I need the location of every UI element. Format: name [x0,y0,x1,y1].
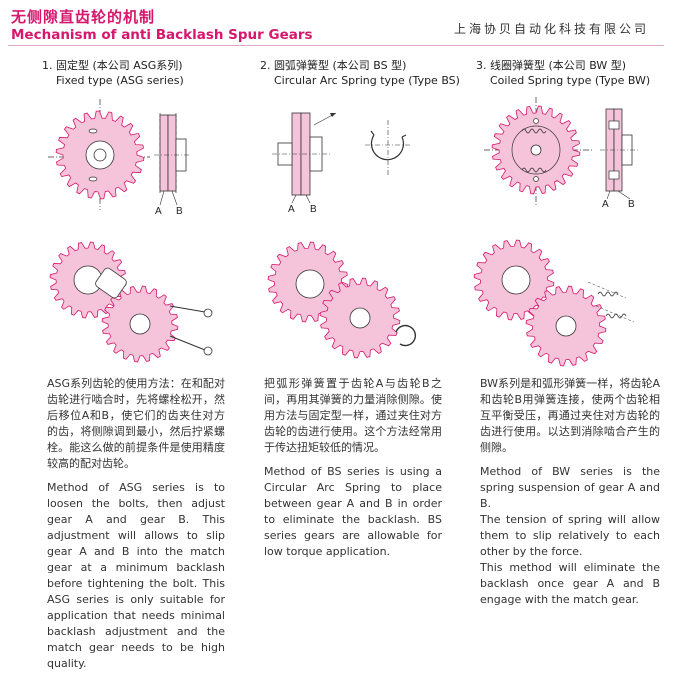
column-3-desc-en-2: The tension of spring will allow them to… [480,513,660,558]
label-gear-b: B [628,199,635,210]
hub [95,267,127,299]
column-3-desc-en-1: Method of BW series is the spring suspen… [480,465,660,510]
bs-cross-section [272,112,337,204]
bore-circle [530,144,542,156]
coil-spring-top [521,128,547,134]
column-3-desc-en-3: This method will eliminate the backlash … [480,561,660,606]
spring-circle [511,125,561,175]
column-3-heading: 3. 线圈弹簧型 (本公司 BW 型) Coiled Spring type (… [476,58,650,88]
label-gear-a: A [288,204,295,215]
coil-spring-icon [605,313,627,319]
coil-spring-icon [597,291,619,297]
label-gear-a: A [602,199,609,210]
title-divider [8,45,664,46]
bw-cross-section [600,108,638,200]
column-2-heading: 2. 圆弧弹簧型 (本公司 BS 型) Circular Arc Spring … [260,58,460,88]
bs-section-figure: A B [272,112,410,215]
column-1-desc-zh: ASG系列齿轮的使用方法：在和配对齿轮进行啮合时，先将螺栓松开，然后移位A和B，… [47,377,225,470]
asg-cross-section [154,113,190,206]
bolt-icon [169,335,213,356]
column-3-description: BW系列是和弧形弹簧一样，将齿轮A和齿轮B用弹簧连接，使两个齿轮相互平衡受压，再… [480,376,660,608]
column-1-description: ASG系列齿轮的使用方法：在和配对齿轮进行啮合时，先将螺栓松开，然后移位A和B，… [47,376,225,680]
bs-exploded-view [267,241,417,359]
bolt-slot-top [88,128,98,134]
bolt-icon [169,305,213,318]
arc-spring-icon [365,120,410,175]
bolt-slot-bottom [88,176,98,182]
column-3-heading-en: Coiled Spring type (Type BW) [490,74,651,87]
arc-spring-icon [395,324,417,347]
label-gear-a: A [155,206,162,215]
column-1-heading: 1. 固定型 (本公司 ASG系列) Fixed type (ASG serie… [42,58,184,88]
column-2-desc-en: Method of BS series is using a Circular … [264,465,442,558]
column-2-heading-zh: 2. 圆弧弹簧型 (本公司 BS 型) [260,59,407,72]
column-2-description: 把弧形弹簧置于齿轮A与齿轮B之间，再用其弹簧的力量消除侧隙。使用方法与固定型一样… [264,376,442,568]
column-2-desc-zh: 把弧形弹簧置于齿轮A与齿轮B之间，再用其弹簧的力量消除侧隙。使用方法与固定型一样… [264,377,442,454]
column-2-heading-en: Circular Arc Spring type (Type BS) [274,74,460,87]
bore-circle [93,148,107,162]
bw-front-view-figure: A B [484,97,638,210]
label-gear-b: B [310,204,317,215]
label-gear-b: B [176,206,183,215]
coil-spring-bottom [521,167,547,173]
column-1-heading-en: Fixed type (ASG series) [56,74,184,87]
column-1-heading-zh: 1. 固定型 (本公司 ASG系列) [42,59,183,72]
company-name: 上海协贝自动化科技有限公司 [453,22,649,36]
bw-exploded-view [473,239,635,367]
column-3-heading-zh: 3. 线圈弹簧型 (本公司 BW 型) [476,59,627,72]
column-1-desc-en: Method of ASG series is to loosen the bo… [47,481,225,670]
page-title-en: Mechanism of anti Backlash Spur Gears [11,27,313,43]
column-3-desc-zh: BW系列是和弧形弹簧一样，将齿轮A和齿轮B用弹簧连接，使两个齿轮相互平衡受压，再… [480,377,660,454]
asg-exploded-view [49,241,213,363]
page-title-zh: 无侧隙直齿轮的机制 [11,8,156,26]
asg-front-view-figure: A B [48,99,190,215]
